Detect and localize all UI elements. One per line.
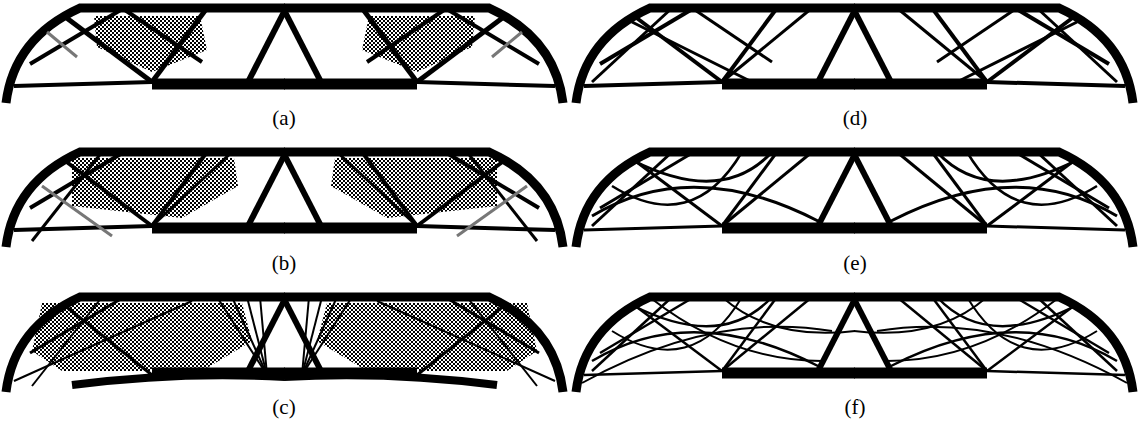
structure-b <box>6 152 563 247</box>
structure-a <box>6 8 563 103</box>
panel-label-box: (f) <box>795 395 915 420</box>
structure-c <box>6 297 563 392</box>
panel-label-box: (a) <box>224 106 344 131</box>
panel-label: (e) <box>843 251 866 275</box>
panel-label-box: (e) <box>795 251 915 276</box>
panel-label: (a) <box>272 106 295 130</box>
structure-d <box>576 8 1133 103</box>
panel-label: (b) <box>272 251 297 275</box>
panel-label: (c) <box>272 395 295 419</box>
panel-label-box: (c) <box>224 395 344 420</box>
structure-e <box>576 152 1133 247</box>
panel-label-box: (b) <box>224 251 344 276</box>
panel-label: (f) <box>845 395 866 419</box>
structure-f <box>576 297 1133 392</box>
panel-label-box: (d) <box>795 106 915 131</box>
panel-label: (d) <box>843 106 868 130</box>
